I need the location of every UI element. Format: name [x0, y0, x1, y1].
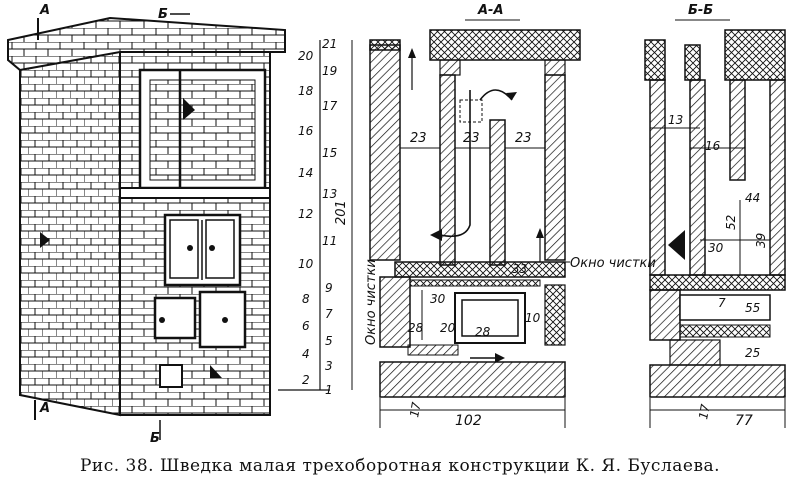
- cleanout-window-vertical-label: Окно чистки: [364, 259, 379, 345]
- dim-20: 20: [440, 321, 456, 335]
- dim-44: 44: [745, 191, 760, 205]
- dim-width-bb: 77: [735, 413, 753, 429]
- row-number-right: 19: [322, 64, 337, 78]
- row-number-left: 14: [298, 166, 313, 180]
- shadow-triangle: [183, 98, 195, 120]
- row-number-left: 2: [302, 373, 310, 387]
- dim-channel-3: 23: [515, 131, 532, 146]
- dim-channel-2: 23: [463, 131, 480, 146]
- dim-55: 55: [745, 301, 760, 315]
- section-bb: Б-Б 13 16 44 52 39 30 7 55 25 17 77: [644, 3, 786, 429]
- row-number-left: 6: [302, 319, 310, 333]
- figure-caption: Рис. 38. Шведка малая трехоборотная конс…: [79, 456, 721, 476]
- row-number-right: 15: [322, 146, 337, 160]
- row-number-left: 10: [298, 257, 314, 271]
- dim-16: 16: [705, 139, 721, 153]
- row-number-left: 12: [298, 207, 313, 221]
- dim-channel-1: 23: [410, 131, 427, 146]
- dim-firebox-height: 33: [512, 262, 527, 276]
- row-number-right: 21: [322, 37, 337, 51]
- section-aa-title: А-А: [477, 3, 504, 18]
- row-number-right: 13: [322, 187, 337, 201]
- dim-28-left: 28: [408, 321, 424, 335]
- row-number-right: 7: [325, 307, 333, 321]
- dim-10: 10: [525, 311, 541, 325]
- total-height-dimension: 201: [334, 200, 349, 225]
- dim-13: 13: [668, 113, 683, 127]
- row-number-left: 16: [298, 124, 314, 138]
- dim-30-bb: 30: [708, 241, 724, 255]
- dim-39: 39: [754, 233, 768, 248]
- row-number-right: 17: [322, 99, 338, 113]
- row-number-left: 8: [302, 292, 310, 306]
- dim-28-inner: 28: [475, 325, 491, 339]
- section-mark-a-bottom: А: [39, 401, 50, 416]
- dim-7: 7: [718, 296, 726, 310]
- row-number-scale: 20 18 16 14 12 10 8 6 4 2 21 19 17 15 13…: [278, 37, 353, 397]
- facade-view: А Б А Б: [7, 3, 286, 446]
- row-number-right: 1: [325, 383, 333, 397]
- dim-17-bb: 17: [696, 403, 713, 421]
- row-number-left: 20: [298, 49, 314, 63]
- row-number-left: 18: [298, 84, 314, 98]
- dim-30: 30: [430, 292, 446, 306]
- section-mark-b-bottom: Б: [150, 431, 160, 446]
- row-number-right: 3: [325, 359, 333, 373]
- row-number-right: 11: [322, 234, 337, 248]
- row-number-right: 9: [325, 281, 333, 295]
- section-mark-b-top: Б: [158, 7, 168, 22]
- row-number-left: 4: [302, 347, 310, 361]
- dim-width-aa: 102: [455, 413, 482, 429]
- section-mark-a-top: А: [39, 3, 50, 18]
- dim-52: 52: [724, 215, 738, 230]
- section-aa: А-А 23 23 23: [364, 3, 656, 429]
- dim-25: 25: [745, 346, 760, 360]
- row-number-right: 5: [325, 334, 333, 348]
- section-bb-title: Б-Б: [688, 3, 713, 18]
- cleanout-window-label: Окно чистки: [570, 256, 656, 271]
